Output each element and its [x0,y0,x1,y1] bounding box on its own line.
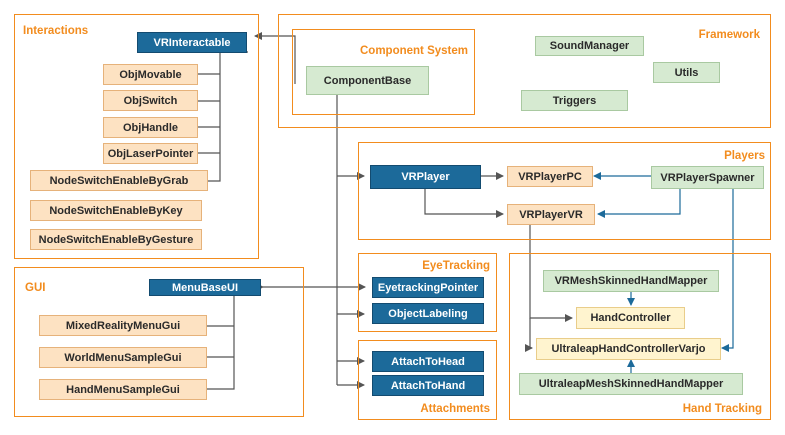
node-soundmanager[interactable]: SoundManager [535,36,644,56]
edge-gui-trunk [207,296,235,390]
node-objectlabeling[interactable]: ObjectLabeling [372,303,484,324]
group-component-system: Component System [292,29,475,115]
node-objhandle[interactable]: ObjHandle [103,117,198,138]
node-eyetrackingpointer[interactable]: EyetrackingPointer [372,277,484,298]
edge-nodeswitch-grab [208,161,221,182]
edge-spawner-ultraleap [721,189,734,352]
node-attachtohead[interactable]: AttachToHead [372,351,484,372]
group-label: Interactions [23,25,89,37]
node-vrplayerpc[interactable]: VRPlayerPC [507,166,593,187]
node-handcontroller[interactable]: HandController [576,307,685,329]
node-componentbase[interactable]: ComponentBase [306,66,429,95]
node-handmenusamplegui[interactable]: HandMenuSampleGui [39,379,207,400]
group-label: EyeTracking [422,260,490,272]
group-label: Attachments [420,403,490,415]
edge-componentbase-vrinteractable [254,32,296,84]
node-vrplayer[interactable]: VRPlayer [370,165,481,189]
node-menubaseui[interactable]: MenuBaseUI [149,279,261,296]
group-label: Component System [360,45,468,57]
node-nodeswitch-gesture[interactable]: NodeSwitchEnableByGesture [30,229,202,250]
node-mixedrealitymenugui[interactable]: MixedRealityMenuGui [39,315,207,336]
node-objswitch[interactable]: ObjSwitch [103,90,198,111]
node-vrinteractable[interactable]: VRInteractable [137,32,247,53]
group-framework: Framework [278,14,771,128]
edge-vrplayer-vr [424,189,504,218]
group-players: Players [358,142,771,240]
node-utils[interactable]: Utils [653,62,720,83]
group-hand-tracking: Hand Tracking [509,253,771,420]
node-vrmeshskinnedhandmapper[interactable]: VRMeshSkinnedHandMapper [543,270,719,292]
node-nodeswitch-key[interactable]: NodeSwitchEnableByKey [30,200,202,221]
group-label: Framework [698,29,760,41]
group-label: Players [724,150,765,162]
group-eye-tracking: EyeTracking [358,253,497,332]
node-objmovable[interactable]: ObjMovable [103,64,198,85]
node-vrplayerspawner[interactable]: VRPlayerSpawner [651,166,764,189]
node-nodeswitch-grab[interactable]: NodeSwitchEnableByGrab [30,170,208,191]
edge-spawner-vr [597,189,681,218]
group-attachments: Attachments [358,340,497,420]
node-attachtohand[interactable]: AttachToHand [372,375,484,396]
node-objlaserpointer[interactable]: ObjLaserPointer [103,143,198,164]
node-ultraleapmeshskinnedhandmapper[interactable]: UltraleapMeshSkinnedHandMapper [519,373,743,395]
group-label: GUI [25,282,46,294]
node-worldmenusamplegui[interactable]: WorldMenuSampleGui [39,347,207,368]
group-interactions: Interactions [14,14,259,259]
edge-vrplayervr-ultraleap [525,318,533,352]
group-label: Hand Tracking [682,403,762,415]
node-ultraleaphandcontrollervarjo[interactable]: UltraleapHandControllerVarjo [536,338,721,360]
node-vrplayervr[interactable]: VRPlayerVR [507,204,595,225]
group-gui: GUI [14,267,304,417]
node-triggers[interactable]: Triggers [521,90,628,111]
